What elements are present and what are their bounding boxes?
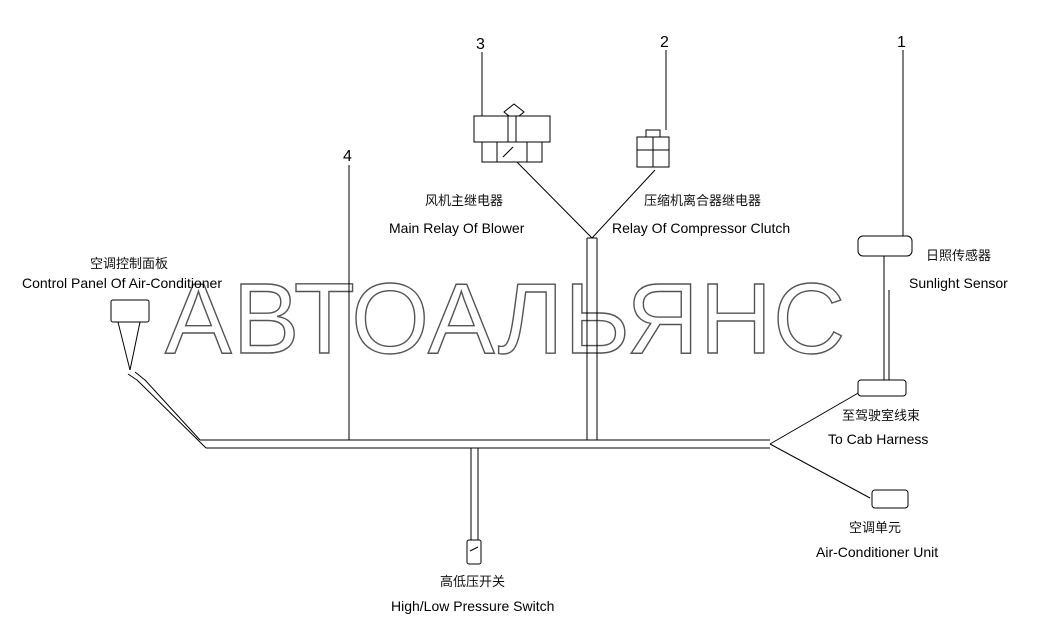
compressor-relay-zh: 压缩机离合器继电器	[644, 193, 761, 209]
compressor-relay-symbol	[636, 50, 670, 168]
pressure-switch-zh: 高低压开关	[440, 574, 505, 590]
blower-relay-symbol	[473, 52, 551, 163]
blower-relay-en: Main Relay Of Blower	[389, 220, 525, 236]
watermark-text: АВТОАЛЬЯНС	[165, 263, 846, 375]
blower-relay-zh: 风机主继电器	[425, 194, 503, 209]
ac-unit-connector	[871, 489, 909, 509]
sunlight-sensor-zh: 日照传感器	[926, 248, 991, 264]
relay-riser	[509, 154, 656, 440]
ac-unit-zh: 空调单元	[849, 521, 901, 536]
ac-unit-en: Air-Conditioner Unit	[816, 544, 938, 560]
sunlight-sensor-en: Sunlight Sensor	[909, 275, 1008, 291]
pressure-switch-en: High/Low Pressure Switch	[391, 598, 554, 614]
callout-1: 1	[897, 34, 906, 51]
sunlight-sensor-chain	[857, 50, 913, 397]
callout-4: 4	[343, 148, 352, 165]
right-branches	[769, 391, 871, 499]
callout-3: 3	[476, 36, 485, 53]
control-panel-en: Control Panel Of Air-Conditioner	[22, 275, 222, 291]
cab-harness-en: To Cab Harness	[828, 431, 928, 447]
callout-2: 2	[660, 34, 669, 51]
control-panel-zh: 空调控制面板	[90, 257, 168, 272]
main-trunk	[127, 371, 770, 449]
control-panel-connector	[110, 299, 150, 371]
compressor-relay-en: Relay Of Compressor Clutch	[612, 220, 790, 236]
cab-harness-zh: 至驾驶室线束	[842, 408, 920, 424]
pressure-switch-drop	[466, 448, 482, 565]
